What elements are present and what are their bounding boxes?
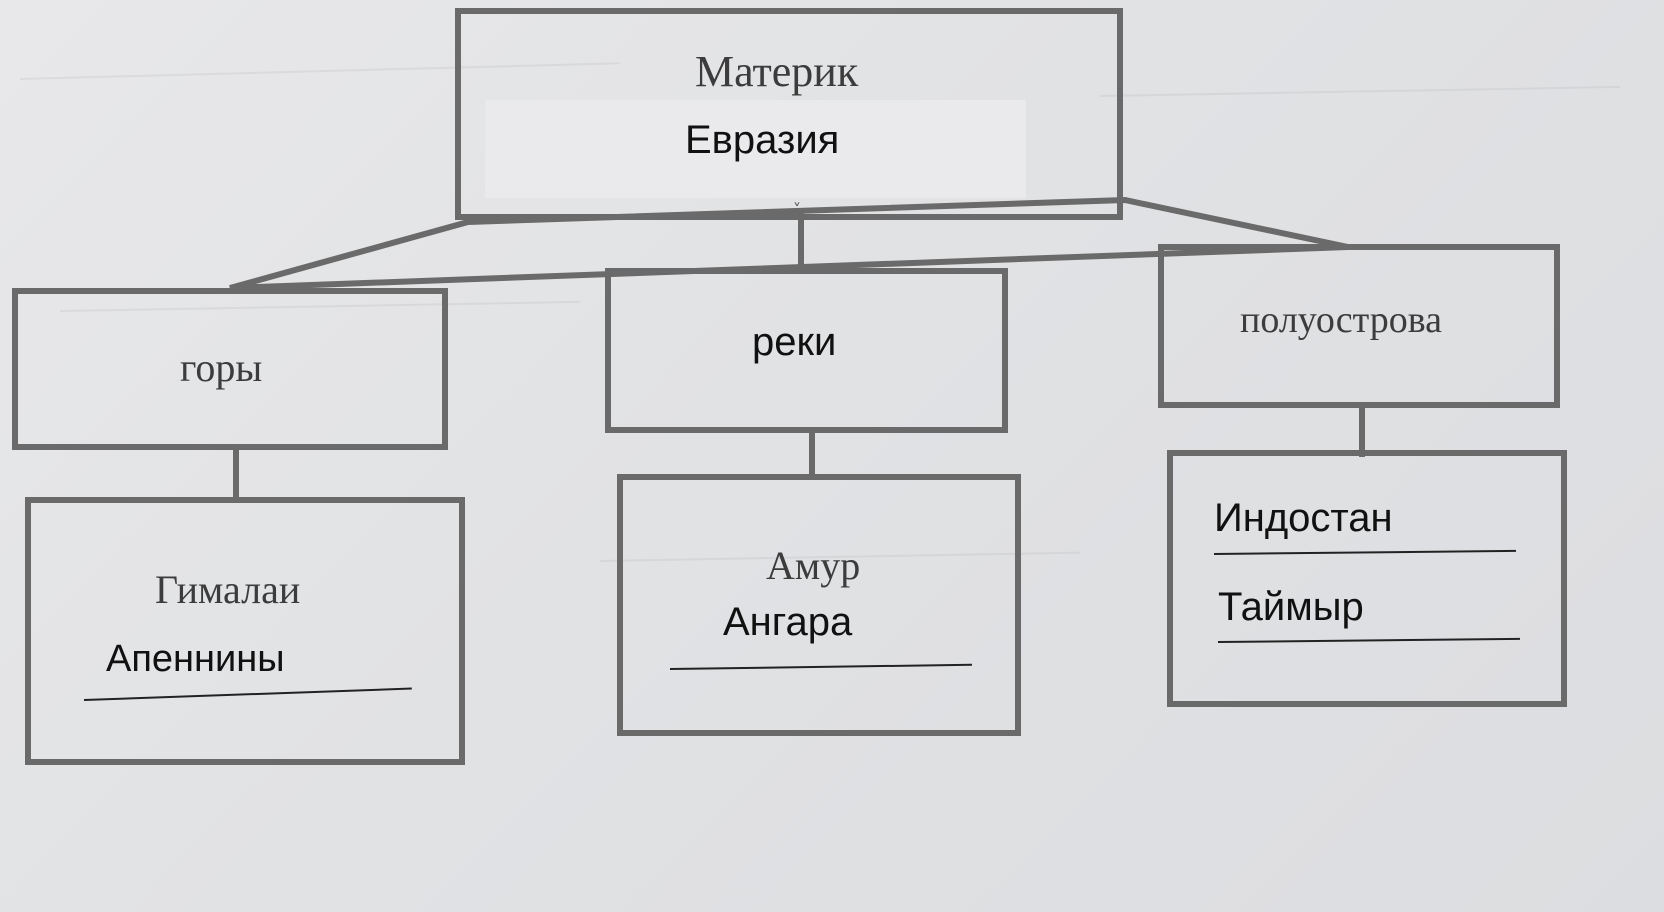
answer-poluostrova-2: Таймыр [1218,585,1364,629]
answer-gory-1: Апеннины [106,638,285,680]
answer-patch [485,100,1026,198]
example-box-poluostrova [1167,450,1567,707]
category-box-poluostrova [1158,244,1560,408]
example-box-reki [617,474,1021,736]
category-label-gory: горы [180,345,263,390]
category-label-poluostrova: полуострова [1240,299,1443,341]
answer-poluostrova-1: Индостан [1214,496,1393,540]
category-label-reki: реки [752,320,837,364]
category-box-gory [12,288,448,450]
example-reki: Амур [766,543,861,588]
example-gory: Гималаи [155,567,301,612]
chevron-down-icon: ˅ [793,200,801,219]
root-answer: Евразия [685,118,840,162]
root-title: Материк [695,47,859,96]
root-box [455,8,1123,220]
category-box-reki [605,268,1008,433]
answer-reki-1: Ангара [723,600,853,644]
example-box-gory [25,497,465,765]
